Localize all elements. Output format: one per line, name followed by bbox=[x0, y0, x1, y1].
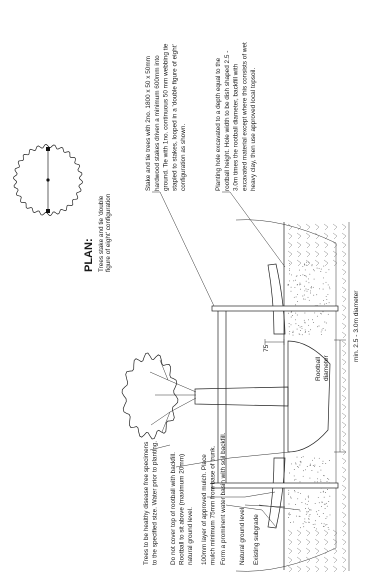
note-water-basin: Form a prominent water basin with soil b… bbox=[220, 432, 227, 565]
note-tree-spec-line-2: to the specified size. Water prior to pl… bbox=[152, 441, 159, 565]
mulch-depth-value: 75 bbox=[263, 344, 270, 352]
note-rootball-line-2: Rootball to sit above (maximum 20mm) bbox=[179, 454, 186, 565]
note-stake-and-tie-line-5: configuration as shown. bbox=[180, 124, 187, 191]
note-mulch-line-1: 100mm layer of approved mulch. Place bbox=[201, 454, 208, 565]
leader-planting-hole bbox=[222, 191, 286, 268]
leader-mulch bbox=[207, 491, 276, 498]
leader-water-basin bbox=[225, 504, 277, 528]
note-stake-and-tie: Stake and tie trees with 2no. 1800 x 50 … bbox=[145, 42, 187, 191]
backfill-soil-area-top bbox=[287, 261, 331, 336]
plan-caption-line-2: figure of eight' configuration bbox=[105, 193, 112, 272]
planting-hole-outline bbox=[235, 219, 337, 572]
plan-stake-bottom bbox=[46, 209, 50, 213]
note-planting-hole: Planting hole excavated to a depth equal… bbox=[215, 40, 257, 191]
note-existing-subgrade: Existing subgrade bbox=[253, 514, 260, 565]
note-stake-and-tie-line-3: ground. Tie with 1no. continuous 50 mm w… bbox=[163, 43, 170, 191]
leader-tree-spec bbox=[149, 444, 171, 451]
leader-natural-ground bbox=[244, 504, 286, 508]
note-tree-spec: Trees to be healthy disease free specime… bbox=[143, 440, 159, 565]
canopy-branches bbox=[149, 359, 197, 433]
rootball-diameter-label-line-1: Rootball bbox=[315, 356, 322, 381]
tree-canopy bbox=[121, 352, 179, 440]
note-rootball-line-1: Do not cover top of rootball with backfi… bbox=[170, 452, 177, 565]
note-planting-hole-line-3: 3.0m times the rootball diameter, backfi… bbox=[233, 63, 240, 191]
plan-tree-canopy-outline bbox=[13, 144, 83, 216]
plan-caption-line-1: Trees stake and tie 'double bbox=[98, 195, 105, 272]
mulch-layer-top bbox=[267, 263, 286, 335]
leader-stake-and-tie bbox=[152, 191, 215, 307]
tree-trunk bbox=[194, 386, 289, 407]
leader-lines bbox=[149, 191, 301, 528]
note-tree-spec-line-1: Trees to be healthy disease free specime… bbox=[143, 442, 150, 565]
backfill-soil-area-bottom bbox=[287, 456, 331, 530]
note-mulch-line-2: mulch minimum 75mm from base of trunk. bbox=[210, 445, 217, 565]
note-planting-hole-line-2: rootball height. Hole width to be dish s… bbox=[224, 51, 231, 191]
note-rootball: Do not cover top of rootball with backfi… bbox=[170, 450, 194, 565]
plan-trunk bbox=[46, 178, 50, 182]
note-mulch: 100mm layer of approved mulch. Place mul… bbox=[201, 445, 217, 565]
rootball-diameter-label: Rootball diameter bbox=[315, 355, 330, 381]
leader-rootball bbox=[175, 451, 291, 468]
note-planting-hole-line-1: Planting hole excavated to a depth equal… bbox=[215, 57, 222, 191]
stake-bottom bbox=[211, 482, 339, 489]
existing-subgrade-hatch bbox=[287, 223, 347, 573]
rootball-diameter-label-line-2: diameter bbox=[323, 355, 330, 381]
note-rootball-line-3: natural ground level. bbox=[187, 507, 194, 565]
plan-view bbox=[13, 144, 83, 216]
note-planting-hole-line-5: heavy clay, then use approved local tops… bbox=[250, 68, 257, 191]
note-stake-and-tie-line-1: Stake and tie trees with 2no. 1800 x 50 … bbox=[145, 56, 152, 191]
plan-title: PLAN: bbox=[83, 238, 95, 272]
hole-width-label: min. 2.5 - 3.0m diameter bbox=[353, 290, 360, 362]
stake-top bbox=[211, 305, 339, 312]
section-view bbox=[121, 219, 350, 573]
rootball bbox=[287, 340, 331, 453]
plan-stake-top bbox=[46, 147, 50, 151]
note-stake-and-tie-line-2: hardwood stakes driven a minimum 600mm i… bbox=[154, 55, 161, 191]
mulch-layer-bottom bbox=[267, 457, 286, 529]
note-stake-and-tie-line-4: stapled to stakes, looped in a 'double f… bbox=[171, 44, 178, 191]
leader-existing-subgrade bbox=[258, 504, 301, 511]
note-planting-hole-line-4: excavated material except where this con… bbox=[241, 42, 248, 191]
note-natural-ground: Natural ground level bbox=[239, 508, 246, 565]
